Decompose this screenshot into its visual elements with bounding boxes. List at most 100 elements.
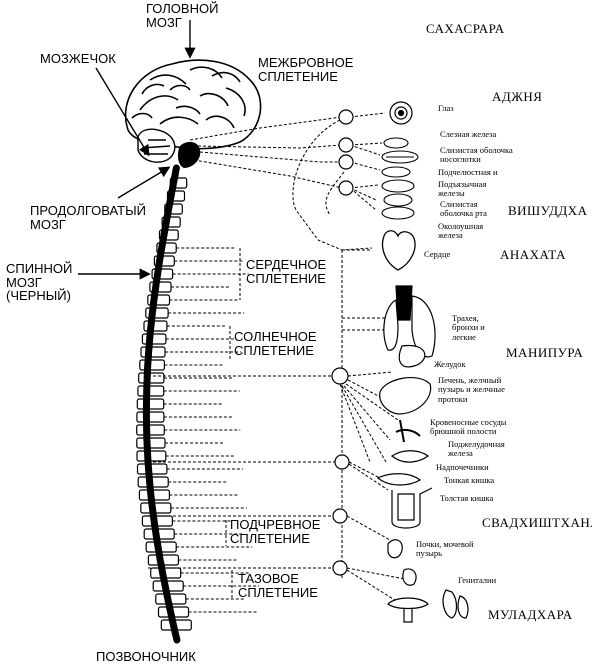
pancreas-illustration [390,450,430,463]
label-lungs-line1: Трахея, [452,313,479,323]
label-pancreas-line1: Поджелудочная [448,439,505,449]
label-hypogastric-plexus: ПОДЧРЕВНОЕ СПЛЕТЕНИЕ [230,518,320,545]
spinal-nerves [163,247,260,613]
label-oral-line1: Слизистая [440,199,478,209]
eye-illustration [389,101,413,125]
label-spinal-cord-line2: МОЗГ [6,274,42,290]
label-glabellar-line1: МЕЖБРОВНОЕ [258,55,354,70]
lungs-illustration [383,285,436,358]
label-medulla-line2: МОЗГ [30,216,66,232]
label-solar-line1: СОЛНЕЧНОЕ [234,329,317,344]
label-organ-lungs: Трахея, бронхи и легкие [452,313,485,342]
vertebra [136,424,165,436]
brain-illustration [124,59,262,150]
label-organ-pancreas: Поджелудочная железа [448,439,505,459]
label-spinal-cord: СПИННОЙ МОЗГ (ЧЕРНЫЙ) [6,262,72,303]
label-solar-line2: СПЛЕТЕНИЕ [234,342,314,358]
label-cardiac-line2: СПЛЕТЕНИЕ [246,270,326,286]
label-parotid-line2: железа [438,230,463,241]
label-organ-small-intestine: Тонкая кишка [444,475,495,485]
label-cerebellum: МОЗЖЕЧОК [40,51,116,66]
label-organ-large-intestine: Толстая кишка [440,493,494,503]
label-hypogastric-line1: ПОДЧРЕВНОЕ [230,517,321,532]
label-parotid-line1: Околоушная [438,221,484,231]
vertebra [136,411,165,423]
label-spinal-cord-line1: СПИННОЙ [6,261,73,276]
vertebra [138,372,165,384]
label-medulla-line1: ПРОДОЛГОВАТЫЙ [30,203,146,218]
gland-illustrations [381,137,419,220]
label-sublingual-line2: железы [438,188,465,199]
plexus-brackets [225,248,241,600]
label-glabellar-line2: СПЛЕТЕНИЕ [258,68,338,84]
organ-connections [148,249,411,603]
label-brain-line1: ГОЛОВНОЙ [146,1,219,16]
label-liver-line1: Печень, желчный [438,375,502,385]
label-chakra-sahasrara: САХАСРАРА [426,21,505,36]
cranial-connections [189,112,386,251]
label-brain-line2: МОЗГ [146,14,182,30]
label-spine: ПОЗВОНОЧНИК [96,649,196,664]
label-lungs-line2: бронхи и [452,322,485,333]
label-cardiac-plexus: СЕРДЕЧНОЕ СПЛЕТЕНИЕ [246,258,326,285]
liver-illustration [379,377,432,415]
label-organ-liver: Печень, желчный пузырь и желчные протоки [438,375,505,404]
label-chakra-ajna: АДЖНЯ [492,89,543,104]
label-cardiac-line1: СЕРДЕЧНОЕ [246,257,327,272]
label-organ-oral-mucosa: Слизистая оболочка рта [440,199,487,219]
kidneys-illustration [387,539,417,586]
label-medulla: ПРОДОЛГОВАТЫЙ МОЗГ [30,204,146,231]
label-pancreas-line2: железа [448,448,473,459]
label-liver-line3: протоки [438,393,468,404]
label-brain: ГОЛОВНОЙ МОЗГ [146,2,218,29]
label-chakra-svadhishthana: СВАДХИШТХАНА [482,515,592,530]
label-kidneys-line2: пузырь [416,548,442,559]
label-organ-stomach: Желудок [434,359,466,369]
label-glabellar-plexus: МЕЖБРОВНОЕ СПЛЕТЕНИЕ [258,56,353,83]
label-liver-line2: пузырь и желчные [438,384,505,395]
genitals-illustration [387,589,469,623]
label-hypogastric-line2: СПЛЕТЕНИЕ [230,530,310,546]
label-vessels-line1: Кровеносные сосуды [430,417,507,427]
label-solar-plexus: СОЛНЕЧНОЕ СПЛЕТЕНИЕ [234,330,317,357]
label-pelvic-plexus: ТАЗОВОЕ СПЛЕТЕНИЕ [238,572,318,599]
label-organ-kidneys: Почки, мочевой пузырь [416,539,474,559]
label-arrows [78,20,196,280]
vertebra [136,450,167,462]
label-chakra-anahata: АНАХАТА [500,247,566,262]
sympathetic-trunk [341,250,388,580]
label-chakra-vishuddha: ВИШУДДХА [508,203,588,218]
label-chakra-manipura: МАНИПУРА [506,345,584,360]
label-pelvic-line2: СПЛЕТЕНИЕ [238,584,318,600]
label-organ-sublingual: Подъязычная железы [438,179,487,199]
vertebra [139,359,166,371]
label-organ-heart: Сердце [424,249,451,259]
label-organ-eye: Глаз [438,103,454,113]
vertebra [136,398,165,410]
label-organ-parotid: Околоушная железа [438,221,484,241]
label-nasal-line1: Слизистая оболочка [440,145,513,155]
heart-illustration [381,230,416,271]
vertebra [137,385,165,397]
stomach-illustration [398,344,426,368]
label-pelvic-line1: ТАЗОВОЕ [238,571,299,586]
medulla-illustration [177,141,201,168]
label-sublingual-line1: Подъязычная [438,179,487,189]
label-chakra-muladhara: МУЛАДХАРА [488,607,573,622]
label-organ-nasal-mucosa: Слизистая оболочка носоглотки [440,145,513,165]
vertebra [140,346,166,358]
label-lungs-line3: легкие [452,331,476,342]
label-organ-lacrimal: Слезная железа [440,129,497,139]
label-nasal-line2: носоглотки [440,154,481,165]
intestine-illustrations [376,473,433,529]
vertebra [136,437,166,449]
label-organ-genitals: Гениталии [458,575,497,585]
vessels-illustration [395,419,421,443]
label-organ-vessels: Кровеносные сосуды брюшной полости [430,417,507,437]
label-oral-line2: оболочка рта [440,208,487,219]
spinal-cord [142,164,181,644]
label-spinal-cord-line3: (ЧЕРНЫЙ) [6,288,71,304]
label-vessels-line2: брюшной полости [430,426,497,437]
label-kidneys-line1: Почки, мочевой [416,539,474,549]
